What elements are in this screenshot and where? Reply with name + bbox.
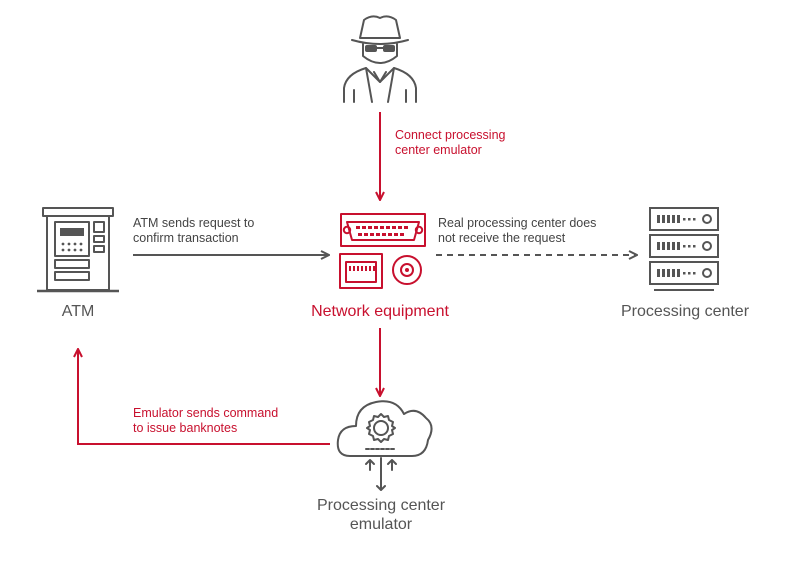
connect-label-line1: Connect processing <box>395 128 506 142</box>
network-equipment-label: Network equipment <box>311 303 449 320</box>
command-label-line1: Emulator sends command <box>133 406 279 420</box>
request-label-line1: ATM sends request to <box>133 216 255 230</box>
request-label-line2: confirm transaction <box>133 231 239 245</box>
command-edge-label: Emulator sends command to issue banknote… <box>133 406 278 436</box>
real-label-line1: Real processing center does <box>438 216 597 230</box>
connect-label-line2: center emulator <box>395 143 482 157</box>
real-edge-label: Real processing center does not receive … <box>438 216 596 246</box>
network-equipment-icon <box>339 213 426 289</box>
connect-edge-label: Connect processing center emulator <box>395 128 505 158</box>
processing-center-label: Processing center <box>620 303 750 320</box>
atm-keypad-dots <box>61 242 83 252</box>
dvi-pins <box>356 226 408 236</box>
atm-icon <box>37 207 119 293</box>
atm-label: ATM <box>61 303 95 320</box>
request-edge-label: ATM sends request to confirm transaction <box>133 216 254 246</box>
emulator-label: Processing center emulator <box>291 496 471 534</box>
emulator-label-line1: Processing center <box>316 497 446 514</box>
command-edge <box>78 350 330 445</box>
server-slots <box>657 215 696 277</box>
command-label-line2: to issue banknotes <box>133 421 238 435</box>
ethernet-pins <box>349 266 375 271</box>
hacker-icon <box>343 15 417 103</box>
server-rack-icon <box>649 207 719 291</box>
real-label-line2: not receive the request <box>438 231 566 245</box>
cloud-gear-icon <box>336 400 433 491</box>
emulator-label-line2: emulator <box>349 516 413 533</box>
